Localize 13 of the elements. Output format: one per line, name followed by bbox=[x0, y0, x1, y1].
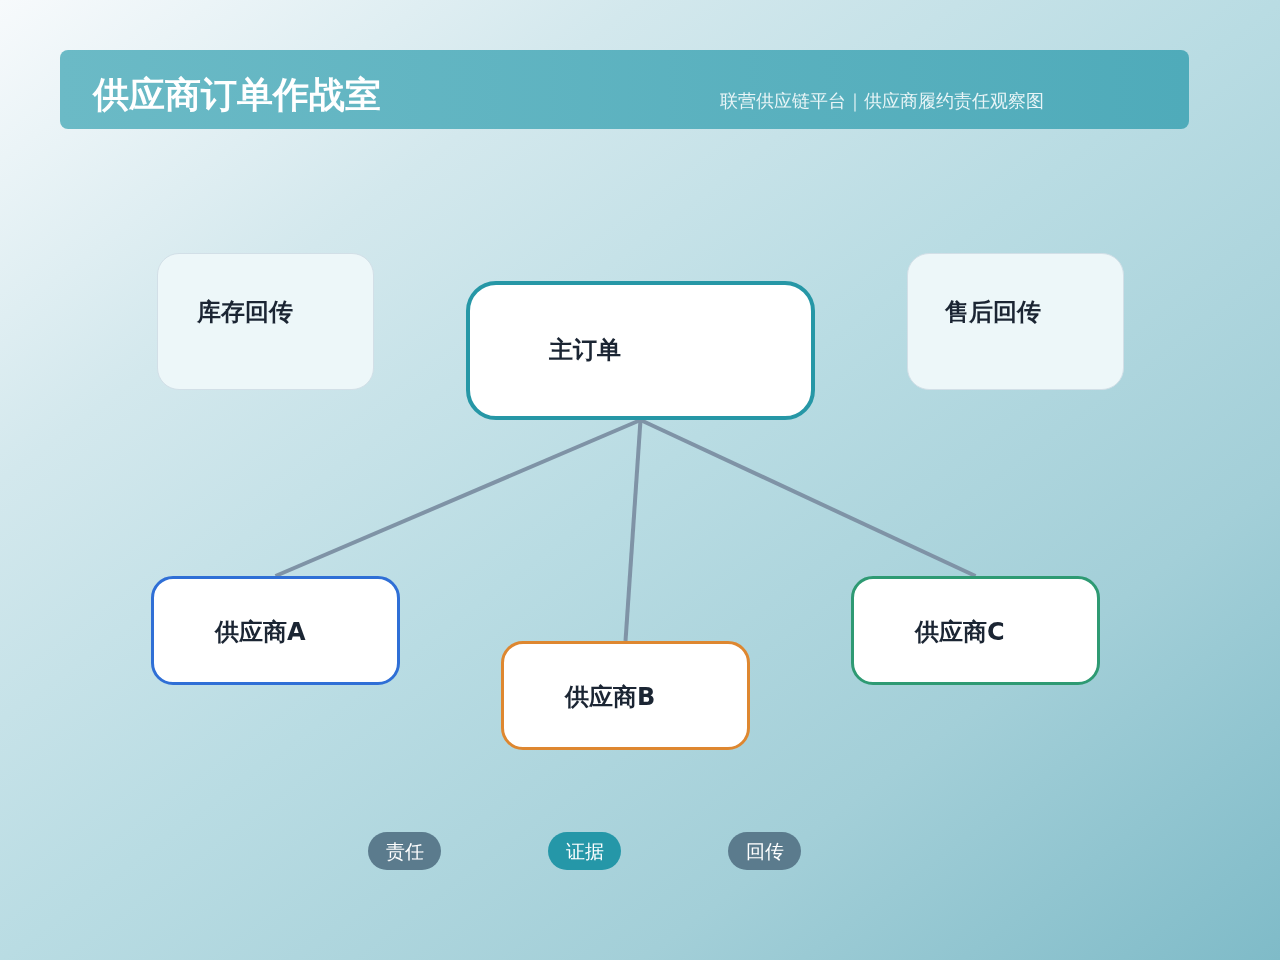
tag-label: 回传 bbox=[728, 832, 801, 870]
tag-label: 责任 bbox=[368, 832, 441, 870]
title: 供应商订单作战室 bbox=[93, 73, 381, 117]
connector-line bbox=[623, 419, 643, 642]
tag-label: 证据 bbox=[548, 832, 621, 870]
process-box: 主订单 bbox=[466, 281, 815, 420]
process-box: 供应商B bbox=[501, 641, 750, 750]
connector-line bbox=[639, 418, 977, 578]
subtitle: 联营供应链平台｜供应商履约责任观察图 bbox=[720, 89, 1044, 113]
process-box: 供应商C bbox=[851, 576, 1100, 685]
process-box: 供应商A bbox=[151, 576, 400, 685]
note-box: 售后回传 bbox=[907, 253, 1124, 390]
note-box: 库存回传 bbox=[157, 253, 374, 390]
